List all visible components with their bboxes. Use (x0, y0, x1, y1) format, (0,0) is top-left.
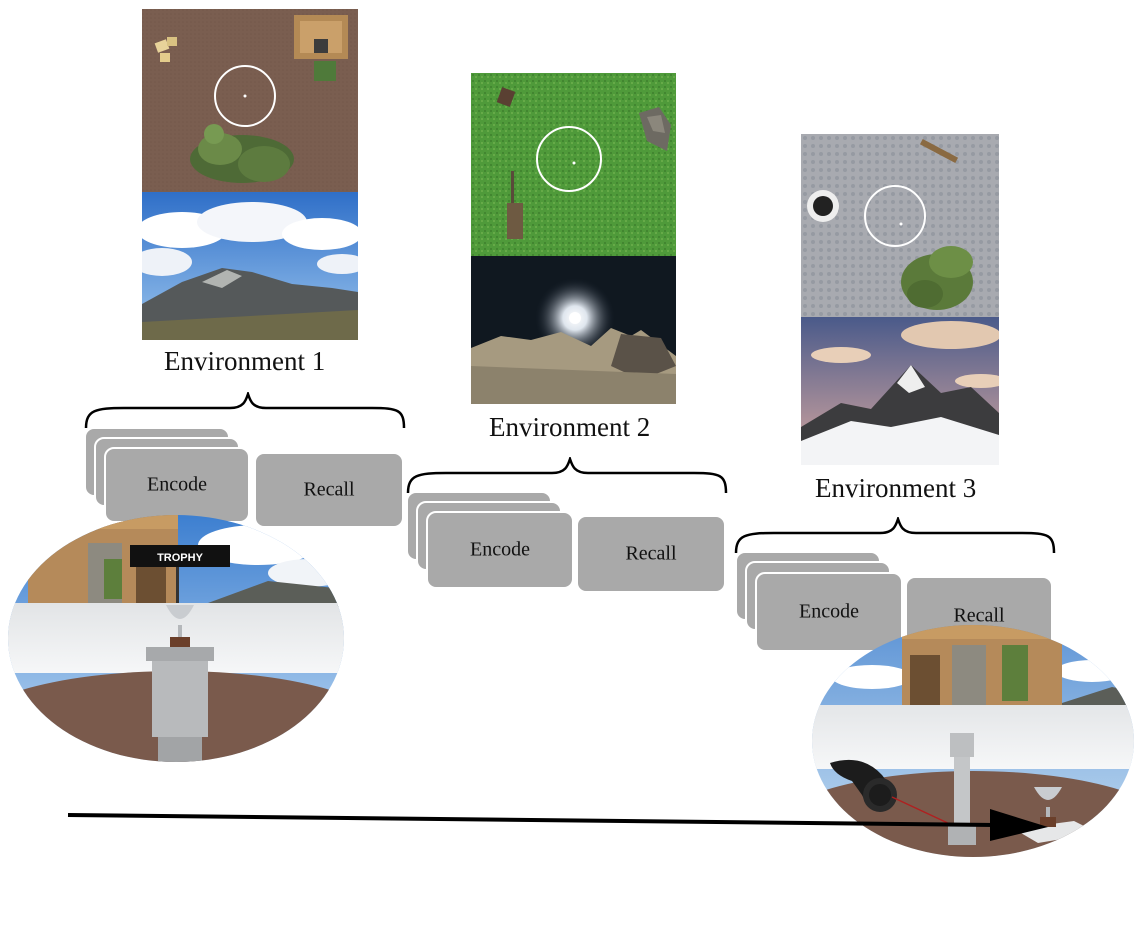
timeline-arrow (67, 809, 1048, 841)
env2-recall-label: Recall (625, 542, 677, 565)
pedestal-icon (948, 733, 976, 845)
env2-overhead-map (471, 73, 676, 256)
crate-icon (154, 37, 177, 62)
log-icon (919, 138, 959, 164)
ladder-icon (507, 171, 523, 239)
trophy-icon (166, 605, 194, 647)
env1-overhead-map (142, 9, 358, 192)
env2-brace (406, 457, 728, 494)
env1-skyline-view (142, 192, 358, 340)
env1-encode-label: Encode (147, 473, 207, 496)
rock-icon (639, 107, 671, 151)
env1-recall-label: Recall (303, 478, 355, 501)
env1-label: Environment 1 (164, 346, 326, 376)
env3-brace (734, 517, 1056, 554)
env2-night-view (471, 256, 676, 404)
env2-recall-card: Recall (576, 515, 726, 593)
pedestal-icon (146, 647, 214, 762)
env1-encode-card: Encode (104, 447, 250, 523)
tree-icon (190, 124, 294, 183)
env2-encode-label: Encode (470, 538, 530, 561)
env3-label: Environment 3 (815, 473, 977, 503)
env3-encode-card: Encode (755, 572, 903, 652)
house-icon (294, 15, 348, 81)
recall-scene-view (812, 625, 1134, 857)
env3-recall-label: Recall (953, 604, 1005, 627)
env1-brace (84, 392, 406, 429)
env3-encode-label: Encode (799, 600, 859, 623)
encode-scene-view: TROPHY (8, 515, 344, 762)
trophy-sign-text: TROPHY (157, 552, 204, 564)
env3-overhead-map (801, 134, 999, 317)
pot-icon (807, 190, 839, 222)
vr-controller-icon (830, 759, 897, 812)
env2-label: Environment 2 (489, 412, 651, 442)
env3-mountain-view (801, 317, 999, 465)
env2-encode-card: Encode (426, 511, 574, 589)
env1-recall-card: Recall (254, 452, 404, 528)
tree-icon (901, 246, 973, 310)
crate-icon (496, 87, 516, 107)
